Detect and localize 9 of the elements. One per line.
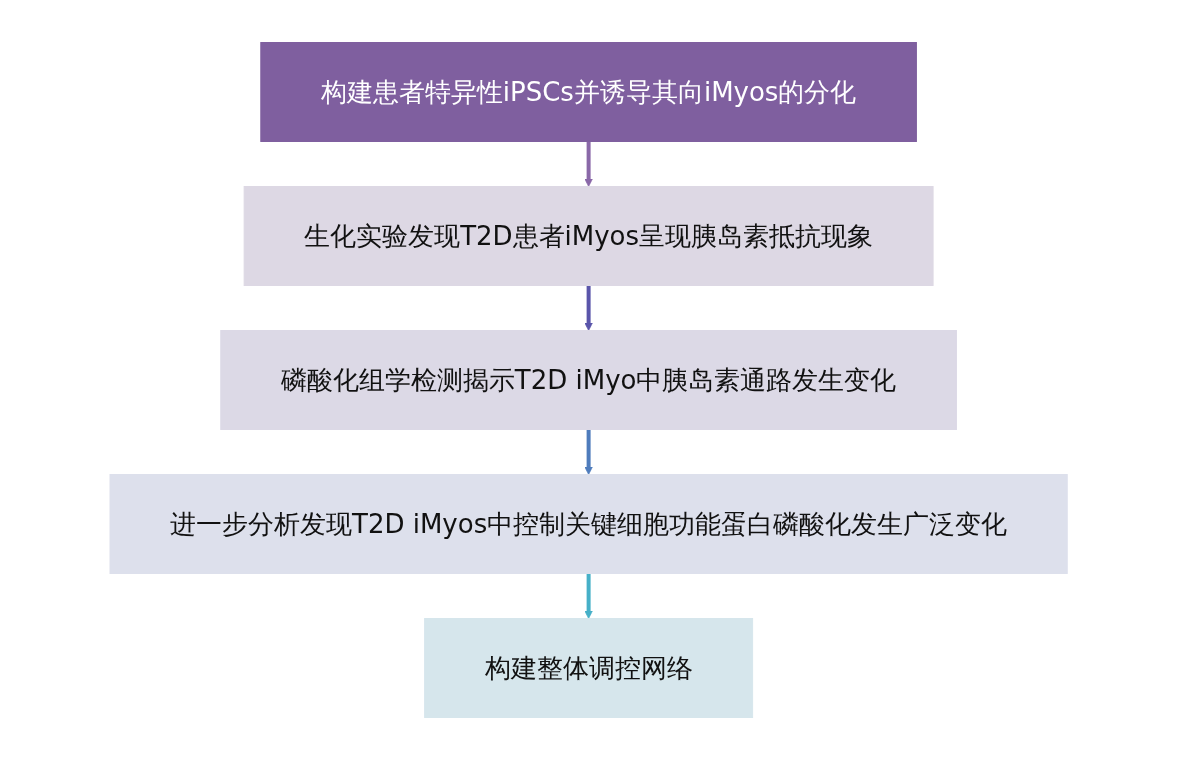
- arrow: [584, 429, 594, 475]
- node-box: 磷酸化组学检测揭示T2D iMyo中胰岛素通路发生变化: [220, 330, 958, 430]
- node-box: 进一步分析发现T2D iMyos中控制关键细胞功能蛋白磷酸化发生广泛变化: [109, 474, 1069, 574]
- node-box: 构建整体调控网络: [424, 618, 754, 718]
- arrow: [584, 573, 594, 619]
- node-box: 生化实验发现T2D患者iMyos呈现胰岛素抵抗现象: [244, 186, 934, 286]
- arrow: [584, 285, 594, 331]
- arrow: [584, 141, 594, 187]
- node-box: 构建患者特异性iPSCs并诱导其向iMyos的分化: [260, 42, 918, 142]
